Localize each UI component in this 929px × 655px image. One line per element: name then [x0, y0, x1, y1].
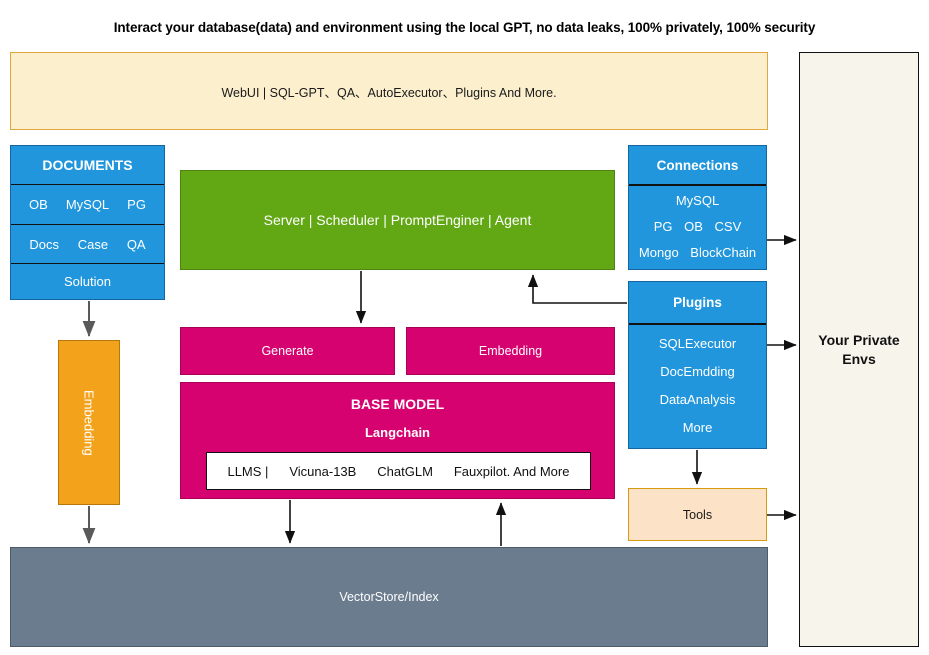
documents-source-mysql[interactable]: MySQL: [65, 197, 110, 213]
plugin-dataanalysis[interactable]: DataAnalysis: [659, 392, 736, 408]
connections-row-3: Mongo BlockChain: [635, 245, 760, 260]
connection-pg[interactable]: PG: [653, 218, 673, 234]
connection-blockchain[interactable]: BlockChain: [690, 244, 757, 260]
server-panel[interactable]: Server | Scheduler | PromptEnginer | Age…: [180, 170, 615, 270]
connection-mysql[interactable]: MySQL: [675, 193, 720, 209]
documents-solution-row[interactable]: Solution: [64, 274, 111, 290]
webui-banner[interactable]: WebUI | SQL-GPT、QA、AutoExecutor、Plugins …: [10, 52, 768, 130]
private-envs-panel[interactable]: Your Private Envs: [799, 52, 919, 647]
connections-body: MySQL PG OB CSV Mongo BlockChain: [629, 186, 766, 269]
tools-label: Tools: [682, 507, 713, 522]
documents-source-ob[interactable]: OB: [29, 197, 48, 213]
documents-type-qa[interactable]: QA: [126, 236, 146, 252]
generate-label: Generate: [261, 344, 314, 358]
embedding-box-label: Embedding: [478, 344, 543, 358]
arrow-plugins-to-server: [527, 274, 627, 304]
connections-panel[interactable]: Connections MySQL PG OB CSV Mongo BlockC…: [628, 145, 767, 270]
webui-label: WebUI | SQL-GPT、QA、AutoExecutor、Plugins …: [221, 85, 557, 100]
documents-sources-row: OB MySQL PG: [11, 185, 164, 225]
connections-row-1: MySQL: [672, 193, 723, 208]
plugins-body: SQLExecutor DocEmdding DataAnalysis More: [629, 325, 766, 448]
llm-vicuna[interactable]: Vicuna-13B: [289, 463, 357, 479]
embedding-box[interactable]: Embedding: [406, 327, 615, 375]
documents-type-case[interactable]: Case: [77, 236, 109, 252]
tools-box[interactable]: Tools: [628, 488, 767, 541]
plugin-more[interactable]: More: [682, 420, 713, 436]
plugin-docemdding[interactable]: DocEmdding: [660, 363, 735, 379]
documents-source-pg[interactable]: PG: [127, 197, 146, 213]
connections-row-2: PG OB CSV: [650, 219, 746, 234]
connection-ob[interactable]: OB: [684, 218, 703, 234]
server-label: Server | Scheduler | PromptEnginer | Age…: [263, 212, 532, 228]
generate-box[interactable]: Generate: [180, 327, 395, 375]
connection-mongo[interactable]: Mongo: [638, 244, 679, 260]
connections-heading: Connections: [629, 146, 766, 186]
vectorstore-label: VectorStore/Index: [339, 590, 439, 604]
plugins-panel[interactable]: Plugins SQLExecutor DocEmdding DataAnaly…: [628, 281, 767, 449]
llms-row: LLMS | Vicuna-13B ChatGLM Fauxpilot. And…: [206, 452, 591, 490]
vectorstore-panel[interactable]: VectorStore/Index: [10, 547, 768, 647]
documents-types-row: Docs Case QA: [11, 225, 164, 265]
documents-heading: DOCUMENTS: [11, 146, 164, 186]
base-model-panel[interactable]: BASE MODEL Langchain LLMS | Vicuna-13B C…: [180, 382, 615, 499]
plugin-sqlexecutor[interactable]: SQLExecutor: [658, 335, 737, 351]
base-model-title: BASE MODEL: [350, 396, 445, 412]
llm-fauxpilot[interactable]: Fauxpilot. And More: [453, 463, 570, 479]
llm-chatglm[interactable]: ChatGLM: [377, 463, 433, 479]
embedding-pipeline-box[interactable]: Embedding: [58, 340, 120, 505]
llms-label: LLMS |: [227, 463, 269, 479]
connection-csv[interactable]: CSV: [714, 218, 742, 234]
documents-panel[interactable]: DOCUMENTS OB MySQL PG Docs Case QA Solut…: [10, 145, 165, 300]
page-title: Interact your database(data) and environ…: [113, 19, 816, 35]
plugins-heading: Plugins: [629, 282, 766, 325]
embedding-pipeline-label: Embedding: [81, 389, 97, 456]
documents-type-docs[interactable]: Docs: [29, 236, 59, 252]
private-envs-label: Your Private Envs: [818, 331, 900, 367]
base-model-subtitle: Langchain: [364, 425, 430, 440]
